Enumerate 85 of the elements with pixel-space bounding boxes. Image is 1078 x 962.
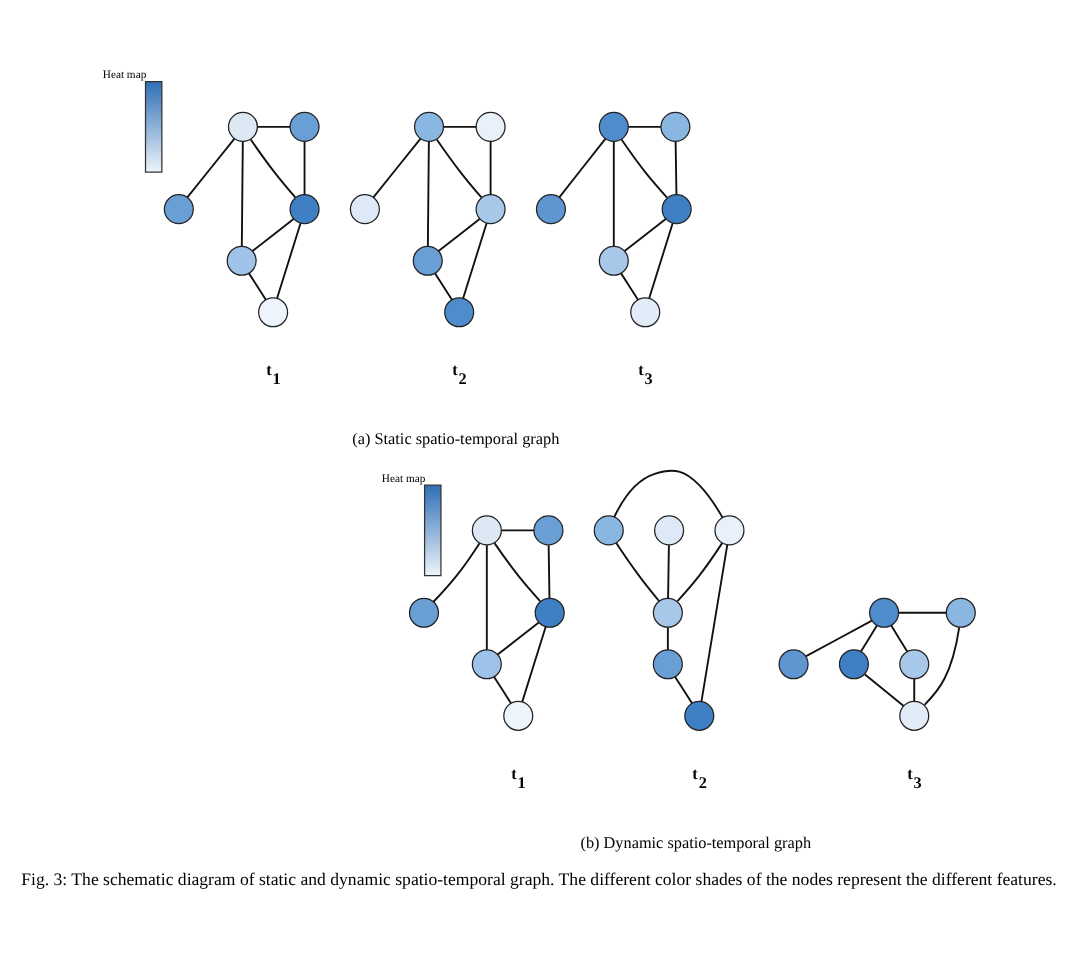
connector (256, 124, 291, 127)
connector (485, 543, 488, 650)
connector (674, 139, 678, 195)
node-circle (258, 296, 289, 327)
connector (627, 124, 662, 127)
connector (620, 137, 668, 198)
connector (676, 541, 724, 602)
node-circle (661, 193, 692, 224)
node-circle (534, 596, 565, 627)
node-circle (471, 514, 502, 545)
node-circle (408, 596, 440, 627)
node-circle (289, 193, 320, 224)
connector (500, 528, 535, 531)
caption: Fig. 3: The schematic diagram of static and dynamic spatio-temporal graph. The different color shades of the nodes represent the different features. (21, 868, 1057, 889)
node-circle (899, 699, 930, 730)
node-circle (684, 699, 715, 730)
connector (890, 623, 909, 652)
connector (437, 217, 481, 251)
connector (620, 271, 639, 300)
node-circle (227, 110, 259, 141)
node-circle (598, 244, 629, 275)
connector (613, 468, 724, 518)
node-circle (503, 699, 534, 730)
node-circle (412, 244, 443, 275)
connector (898, 610, 948, 613)
connector (249, 137, 297, 198)
node-circle (533, 514, 564, 545)
connector (493, 541, 541, 601)
connector (442, 124, 477, 127)
connector (303, 139, 306, 195)
node-circle (349, 193, 380, 224)
connector (276, 221, 302, 299)
connector (186, 136, 236, 198)
node-circle (226, 244, 257, 275)
connector (623, 217, 667, 251)
connector (648, 221, 674, 299)
node-circle (654, 514, 685, 545)
connector (923, 625, 961, 705)
node-circle (652, 648, 683, 679)
node-circle (838, 648, 869, 679)
connector (667, 543, 670, 599)
connector (496, 620, 540, 655)
connector (558, 136, 607, 198)
connector (674, 674, 693, 704)
connector (805, 618, 873, 657)
node-circle (899, 648, 930, 679)
node-circle (593, 514, 624, 545)
connector (521, 624, 547, 702)
node-circle (444, 296, 475, 327)
node-circle (630, 296, 661, 327)
connector (547, 543, 551, 599)
node-circle (660, 110, 691, 141)
node-circle (945, 596, 976, 627)
connector (251, 217, 295, 251)
connector (435, 137, 483, 198)
node-circle (598, 110, 629, 141)
connector (240, 139, 244, 247)
node-circle (475, 110, 506, 141)
node-circle (471, 648, 502, 679)
node-circle (475, 193, 506, 224)
node-bar (144, 79, 163, 172)
connector (666, 625, 669, 650)
connector (860, 623, 878, 652)
connector (426, 139, 430, 247)
node-circle (413, 110, 445, 141)
connector (434, 271, 453, 300)
node-circle (535, 193, 567, 224)
connector (462, 221, 488, 299)
connector (489, 139, 492, 195)
node-circle (869, 596, 900, 627)
connector (700, 542, 729, 701)
connector (372, 136, 422, 198)
connector (248, 271, 267, 300)
node-circle (289, 110, 320, 141)
node-circle (714, 514, 745, 545)
connector (913, 677, 916, 702)
connector (864, 672, 905, 706)
node-circle (652, 596, 683, 627)
node-circle (163, 193, 194, 224)
node-bar (423, 483, 442, 576)
connector (493, 674, 512, 704)
node-circle (778, 648, 809, 679)
connector (432, 541, 481, 602)
connector (615, 541, 660, 601)
connector (612, 139, 615, 247)
